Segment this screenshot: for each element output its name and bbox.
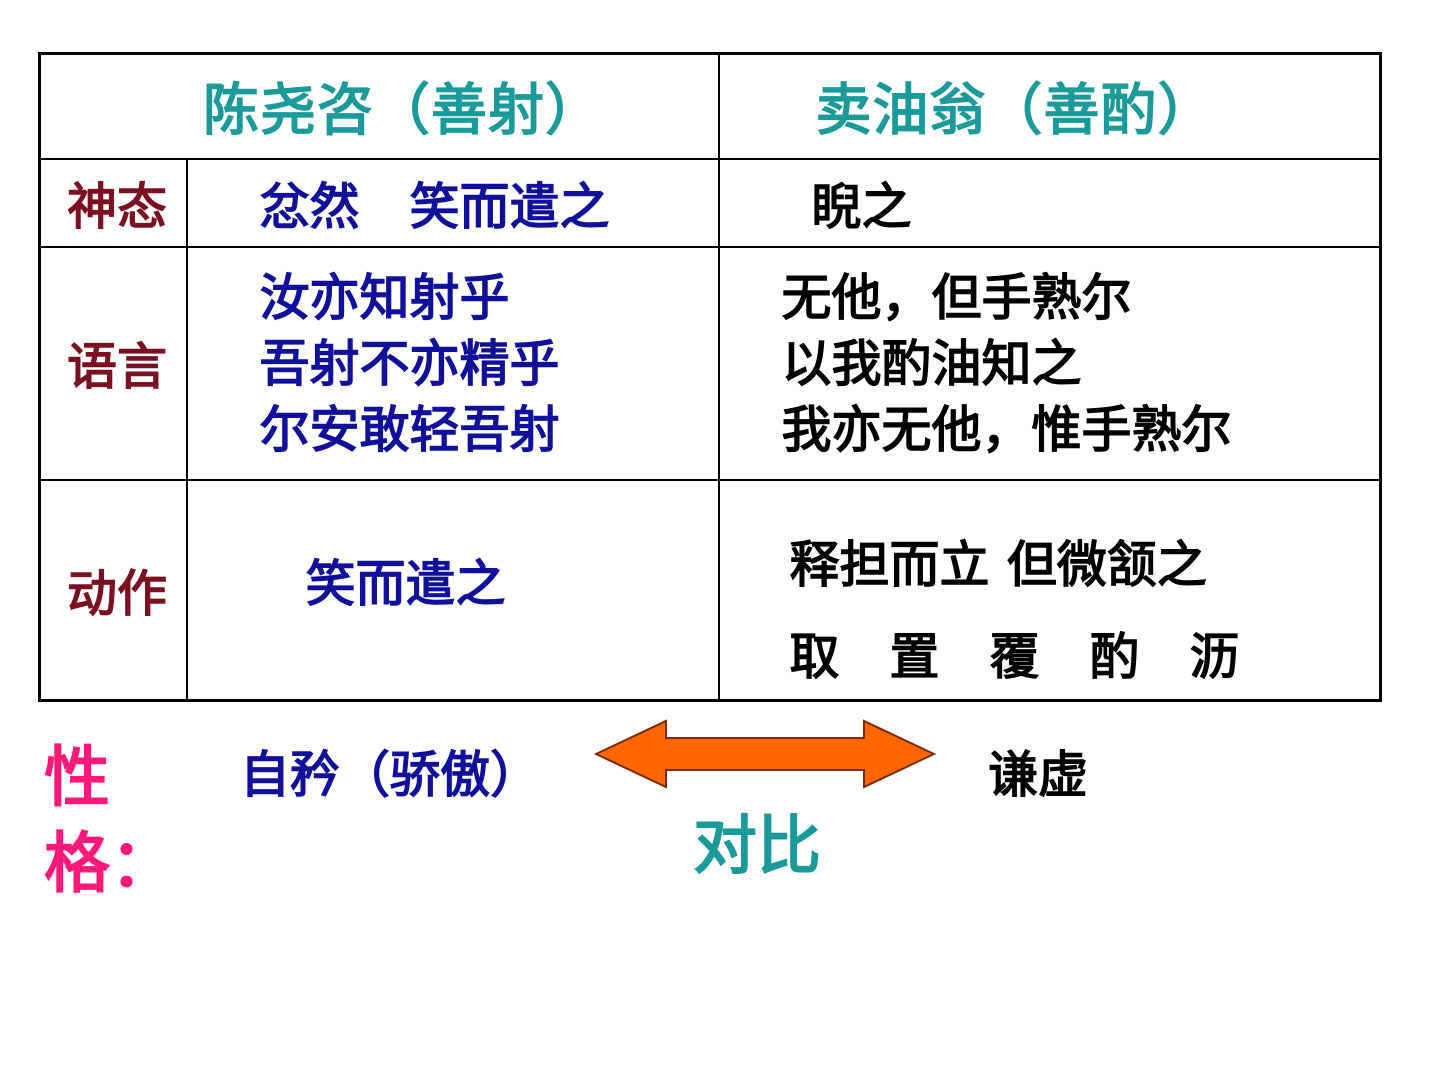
right-cell-text: 无他，但手熟尔 以我酌油知之 我亦无他，惟手熟尔 [782, 265, 1232, 463]
cell-line: 释担而立 但微颔之 [789, 535, 1207, 594]
right-cell: 睨之 [717, 157, 1382, 248]
contrast-label: 对比 [693, 810, 821, 884]
arrow-shape [593, 719, 937, 789]
trait-right-value: 谦虚 [988, 746, 1088, 804]
left-cell-text: 笑而遣之 [306, 551, 506, 617]
left-cell: 笑而遣之 [185, 478, 720, 702]
cell-line: 无他，但手熟尔 [781, 268, 1132, 327]
right-cell: 无他，但手熟尔 以我酌油知之 我亦无他，惟手熟尔 [717, 245, 1382, 481]
header-right-title: 卖油翁（善酌） [815, 78, 1215, 144]
cell-line: 吾射不亦精乎 [259, 334, 560, 393]
double-headed-arrow-icon [593, 719, 937, 789]
cell-line: 笑而遣之 [305, 554, 506, 613]
comparison-table: 陈尧咨（善射） 卖油翁（善酌） 神态 忿然 笑而遣之 睨之 语言 汝亦知射乎 吾… [38, 52, 1382, 702]
left-cell-text: 汝亦知射乎 吾射不亦精乎 尔安敢轻吾射 [260, 265, 560, 463]
cell-line: 我亦无他，惟手熟尔 [781, 400, 1232, 459]
left-cell: 汝亦知射乎 吾射不亦精乎 尔安敢轻吾射 [185, 245, 720, 481]
cell-line: 汝亦知射乎 [259, 268, 510, 327]
left-cell: 忿然 笑而遣之 [185, 157, 720, 248]
row-label: 神态 [67, 177, 167, 236]
row-label: 动作 [67, 564, 167, 623]
table-row-language: 语言 汝亦知射乎 吾射不亦精乎 尔安敢轻吾射 无他，但手熟尔 以我酌油知之 我亦… [38, 245, 1382, 481]
trait-label: 性格： [44, 739, 176, 902]
header-left-title: 陈尧咨（善射） [203, 78, 602, 144]
cell-line: 以我酌油知之 [781, 334, 1082, 393]
right-cell-text: 睨之 [812, 174, 912, 240]
table-row-action: 动作 笑而遣之 释担而立 但微颔之 取 置 覆 酌 沥 [38, 478, 1382, 703]
table-row-expression: 神态 忿然 笑而遣之 睨之 [38, 157, 1382, 248]
right-cell: 释担而立 但微颔之 取 置 覆 酌 沥 [717, 478, 1382, 703]
header-cell-left: 陈尧咨（善射） [38, 52, 720, 160]
row-label-cell: 神态 [38, 157, 188, 248]
cell-line: 取 置 覆 酌 沥 [789, 627, 1240, 686]
right-cell-text: 释担而立 但微颔之 取 置 覆 酌 沥 [790, 519, 1240, 703]
trait-left-value: 自矜（骄傲） [240, 746, 540, 804]
table-header-row: 陈尧咨（善射） 卖油翁（善酌） [38, 52, 1382, 160]
cell-line: 忿然 笑而遣之 [259, 177, 610, 236]
header-cell-right: 卖油翁（善酌） [717, 52, 1382, 160]
row-label-cell: 动作 [38, 478, 188, 702]
arrow-svg [593, 719, 937, 789]
left-cell-text: 忿然 笑而遣之 [260, 174, 610, 240]
cell-line: 睨之 [811, 177, 912, 236]
cell-line: 尔安敢轻吾射 [259, 400, 560, 459]
row-label-cell: 语言 [38, 245, 188, 481]
row-label: 语言 [67, 338, 167, 396]
